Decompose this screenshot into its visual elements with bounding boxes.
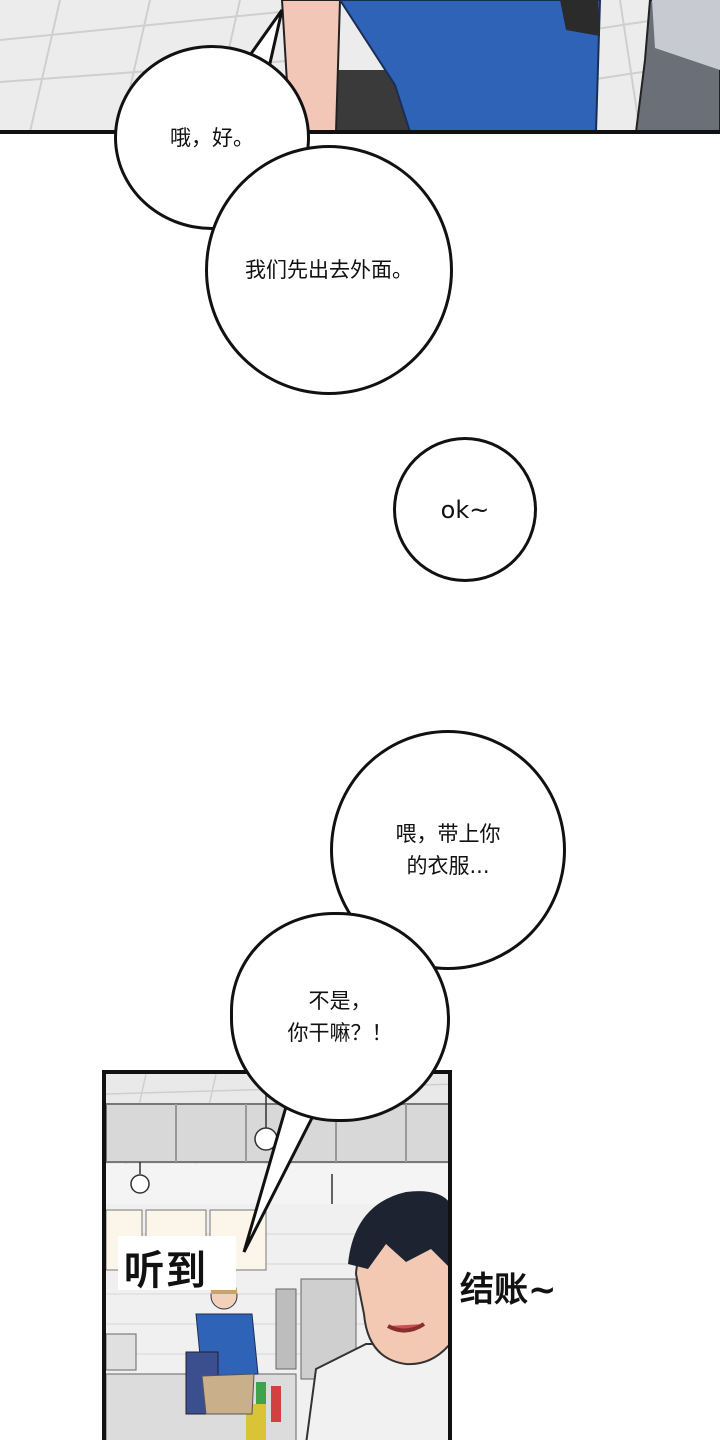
sfx-heard-backing [118,1236,236,1290]
bubble-text: ok~ [440,495,490,524]
sfx-heard: 听到 [124,1248,208,1294]
speech-bubble-ok: ok~ [393,437,537,582]
top-panel [0,0,720,132]
top-panel-art [0,0,720,132]
speech-bubble-what-doing: 不是， 你干嘛？！ [230,912,450,1122]
bubble-text: 我们先出去外面。 [245,258,413,282]
kitchen-panel [102,1070,452,1440]
bubble-text: 喂，带上你 的衣服... [395,822,501,878]
kitchen-panel-art [106,1074,448,1440]
speech-bubble-go-outside: 我们先出去外面。 [205,145,453,395]
bubble-text: 不是， 你干嘛？！ [287,989,393,1045]
top-panel-border [0,130,720,134]
sfx-checkout: 结账~ [460,1270,557,1310]
bubble-text: 哦，好。 [170,125,254,150]
